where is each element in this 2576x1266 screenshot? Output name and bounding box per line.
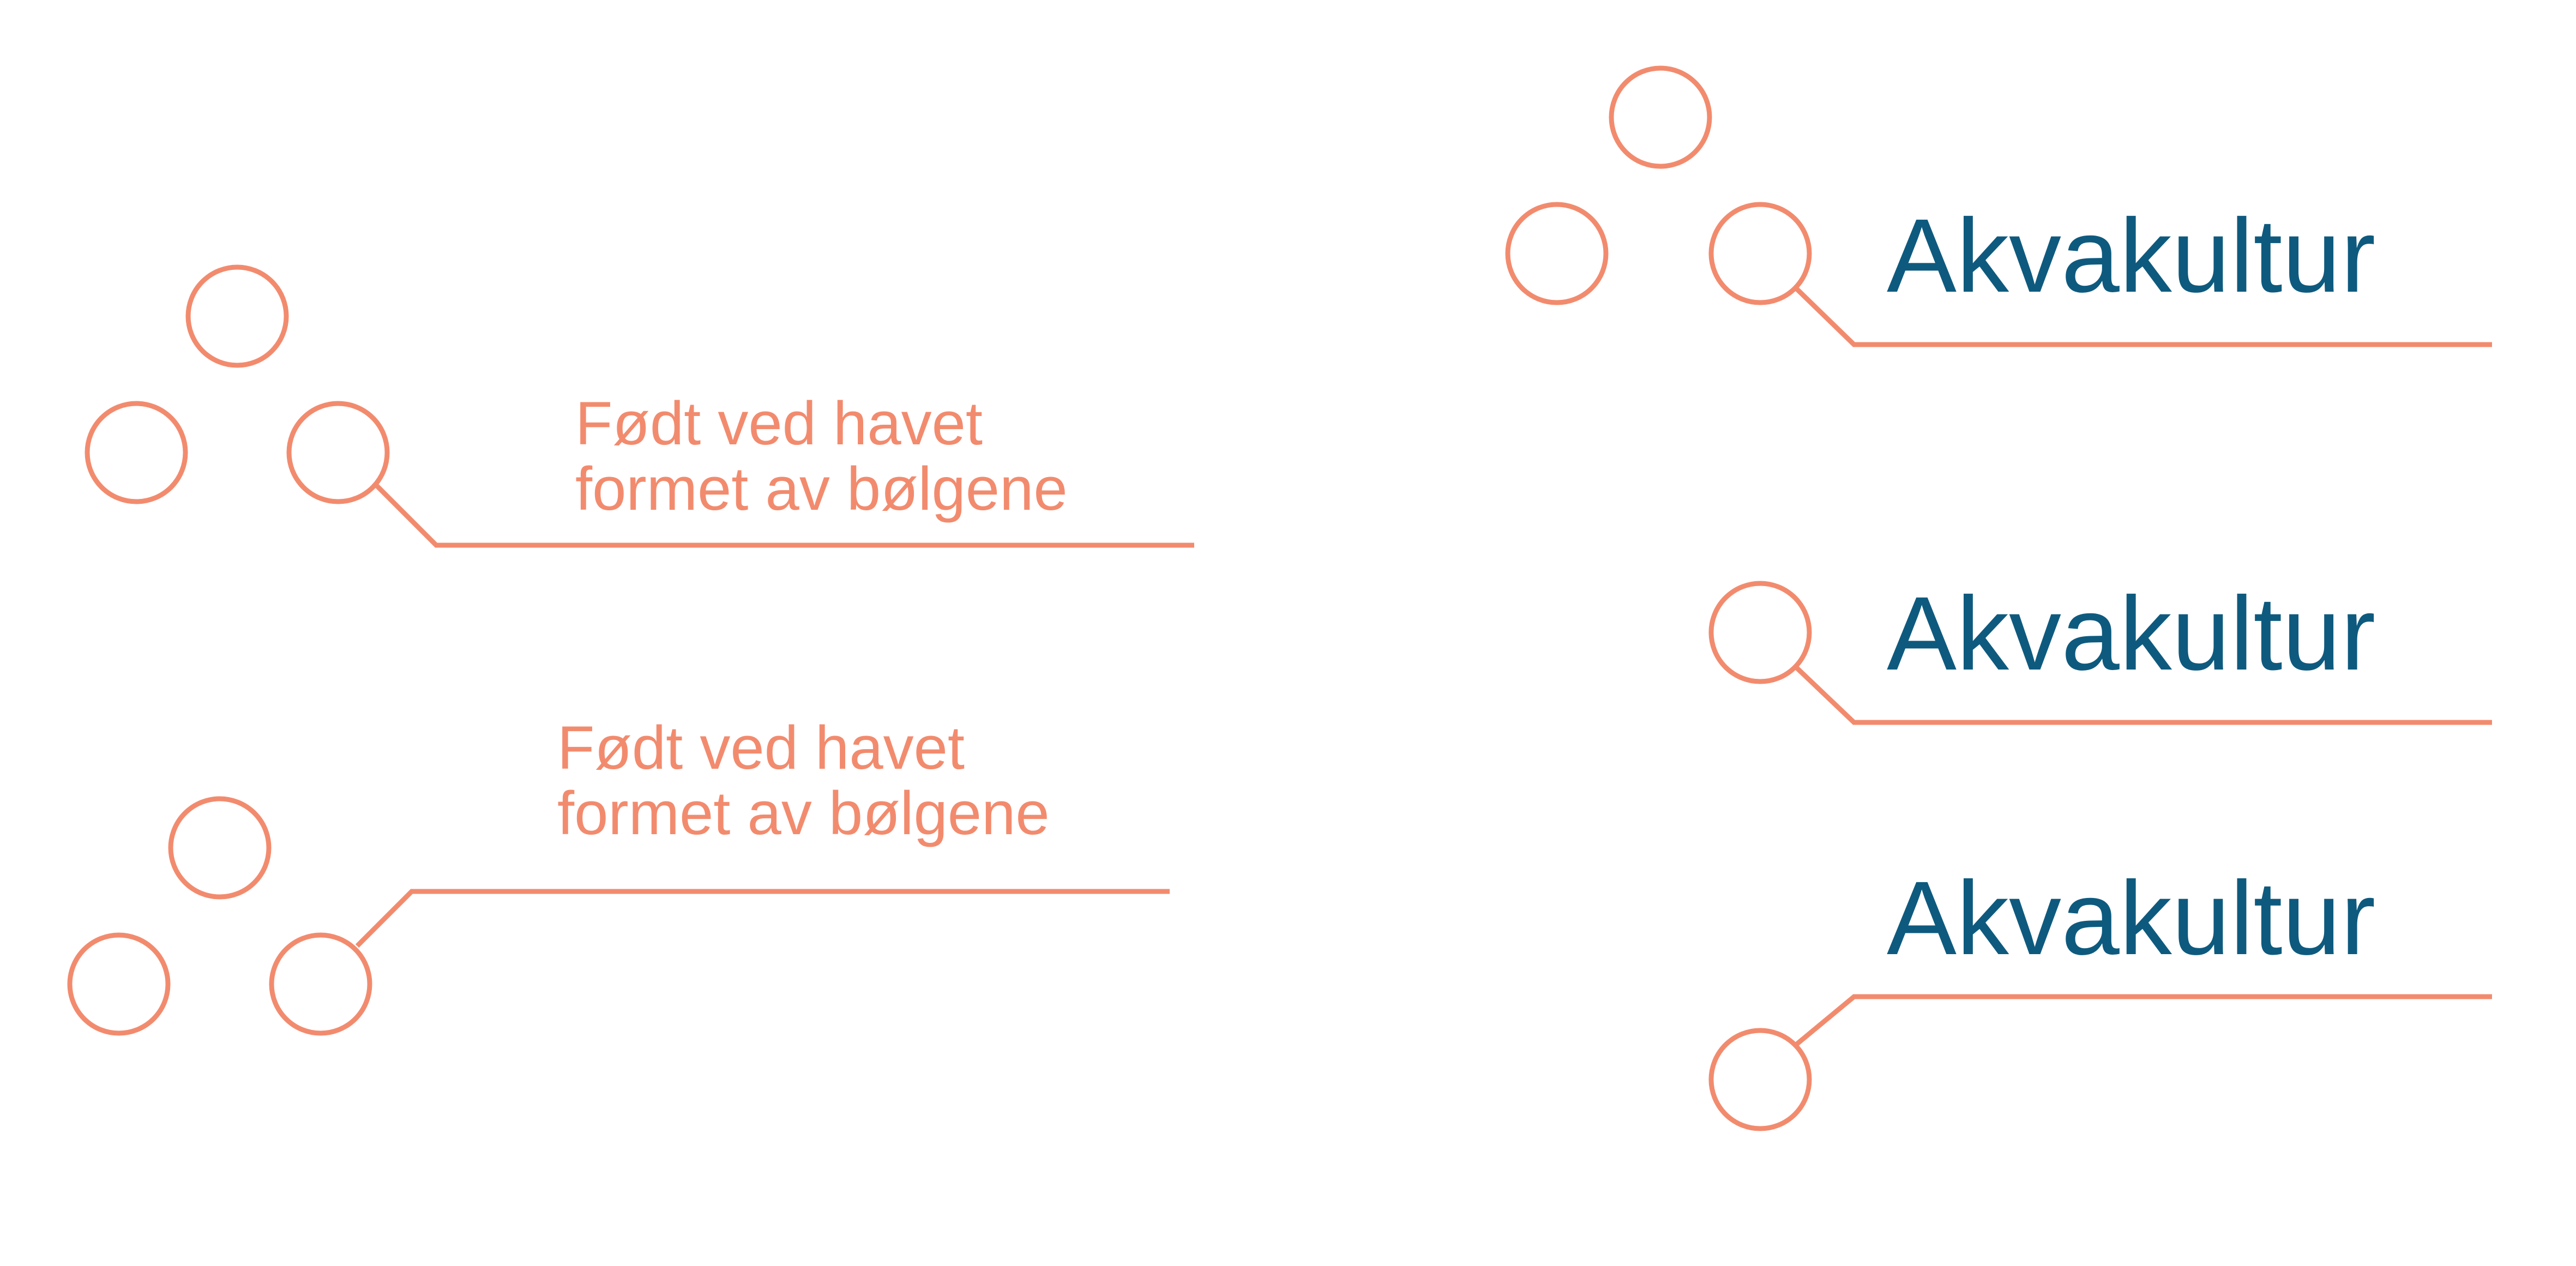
- dot-left-icon: [1505, 202, 1609, 305]
- tagline-line-2: formet av bølgene: [557, 779, 1050, 847]
- dot-left-icon: [67, 932, 171, 1036]
- wordmark-text: Akvakultur: [1887, 575, 2375, 692]
- dot-anchor-icon: [1708, 1028, 1812, 1131]
- tagline-line-2: formet av bølgene: [575, 455, 1068, 523]
- wordmark-text: Akvakultur: [1887, 197, 2375, 314]
- dot-anchor-icon: [269, 932, 372, 1036]
- leader-line: [374, 483, 1194, 548]
- tagline-lockup-bottom: Født ved havet formet av bølgene: [67, 714, 1170, 1036]
- wordmark-text: Akvakultur: [1887, 859, 2375, 976]
- wordmark-lockup-three-dots: Akvakultur: [1505, 65, 2492, 347]
- tagline-line-1: Født ved havet: [557, 714, 965, 782]
- dot-anchor-icon: [1708, 202, 1812, 305]
- dot-top-icon: [185, 264, 289, 368]
- tagline-text: Født ved havet formet av bølgene: [557, 714, 1050, 847]
- dot-top-icon: [1609, 65, 1712, 169]
- dot-anchor-icon: [286, 401, 390, 504]
- dot-left-icon: [85, 401, 188, 504]
- dot-top-icon: [168, 796, 272, 900]
- leader-line: [1795, 994, 2492, 1046]
- leader-line: [355, 889, 1170, 948]
- leader-line: [1795, 666, 2492, 725]
- tagline-lockup-top: Født ved havet formet av bølgene: [85, 264, 1194, 548]
- wordmark-lockup-one-dot-up: Akvakultur: [1708, 859, 2492, 1131]
- tagline-line-1: Født ved havet: [575, 389, 983, 457]
- tagline-text: Født ved havet formet av bølgene: [575, 389, 1068, 523]
- dot-anchor-icon: [1708, 581, 1812, 684]
- wordmark-lockup-one-dot-down: Akvakultur: [1708, 575, 2492, 725]
- leader-line: [1795, 287, 2492, 347]
